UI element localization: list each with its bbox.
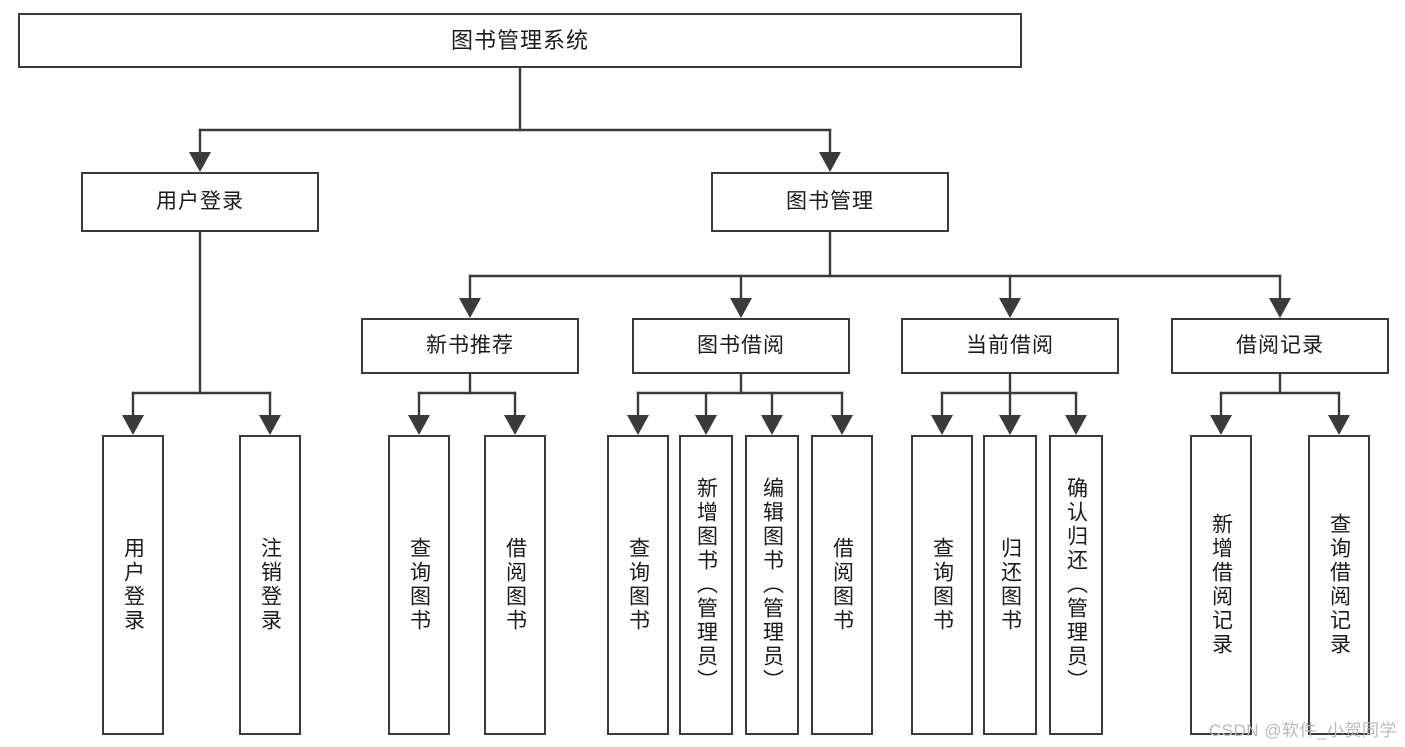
node-leaf-query-book-1: 查询图书: [388, 435, 450, 735]
node-label: 新增图书（管理员）: [694, 477, 718, 693]
arrowhead: [408, 415, 430, 435]
node-borrow-record: 借阅记录: [1171, 318, 1389, 374]
node-label: 确认归还（管理员）: [1064, 477, 1088, 693]
connector-group-new-book-rec: [408, 372, 526, 435]
node-label: 新增借阅记录: [1209, 513, 1233, 657]
node-label: 图书管理系统: [450, 27, 589, 53]
node-label: 归还图书: [998, 537, 1022, 633]
node-leaf-borrow-book-1: 借阅图书: [484, 435, 546, 735]
node-leaf-confirm-return: 确认归还（管理员）: [1049, 435, 1103, 735]
node-leaf-user-logout: 注销登录: [239, 435, 301, 735]
arrowhead: [1065, 415, 1087, 435]
arrowhead: [999, 415, 1021, 435]
node-label: 借阅图书: [830, 537, 854, 633]
node-label: 用户登录: [121, 537, 145, 633]
arrowhead: [259, 415, 281, 435]
arrowhead: [1210, 415, 1232, 435]
node-label: 借阅图书: [503, 537, 527, 633]
node-label: 借阅记录: [1236, 333, 1324, 357]
arrowhead: [999, 298, 1021, 318]
node-book-manage: 图书管理: [711, 172, 949, 232]
node-leaf-add-record: 新增借阅记录: [1190, 435, 1252, 735]
node-label: 查询图书: [407, 537, 431, 633]
node-leaf-edit-book: 编辑图书（管理员）: [745, 435, 799, 735]
node-current-borrow: 当前借阅: [901, 318, 1119, 374]
node-label: 图书借阅: [697, 333, 785, 357]
node-label: 用户登录: [156, 189, 244, 213]
node-leaf-query-record: 查询借阅记录: [1308, 435, 1370, 735]
node-leaf-user-login: 用户登录: [102, 435, 164, 735]
arrowhead: [831, 415, 853, 435]
arrowhead: [695, 415, 717, 435]
arrowhead: [122, 415, 144, 435]
node-leaf-query-book-3: 查询图书: [911, 435, 973, 735]
arrowhead: [931, 415, 953, 435]
node-book-borrow: 图书借阅: [632, 318, 850, 374]
node-leaf-add-book: 新增图书（管理员）: [679, 435, 733, 735]
arrowhead: [627, 415, 649, 435]
node-leaf-borrow-book-2: 借阅图书: [811, 435, 873, 735]
node-label: 当前借阅: [966, 333, 1054, 357]
node-new-book-rec: 新书推荐: [361, 318, 579, 374]
node-leaf-query-book-2: 查询图书: [607, 435, 669, 735]
arrowhead: [819, 152, 841, 172]
arrowhead: [189, 152, 211, 172]
node-label: 图书管理: [786, 189, 874, 213]
node-label: 注销登录: [258, 537, 282, 633]
arrowhead: [504, 415, 526, 435]
node-label: 编辑图书（管理员）: [760, 477, 784, 693]
connector-group-root: [189, 66, 841, 172]
arrowhead: [761, 415, 783, 435]
arrowhead: [1269, 298, 1291, 318]
node-label: 查询借阅记录: [1327, 513, 1351, 657]
connector-group-borrow-record: [1210, 372, 1350, 435]
node-label: 新书推荐: [426, 333, 514, 357]
connector-group-user-login: [122, 230, 281, 435]
arrowhead: [1328, 415, 1350, 435]
connector-group-book-borrow: [627, 372, 853, 435]
connector-group-book-manage: [459, 230, 1291, 318]
node-label: 查询图书: [626, 537, 650, 633]
connector-group-current-borrow: [931, 372, 1087, 435]
node-label: 查询图书: [930, 537, 954, 633]
arrowhead: [459, 298, 481, 318]
node-leaf-return-book: 归还图书: [983, 435, 1037, 735]
node-root: 图书管理系统: [18, 13, 1022, 68]
arrowhead: [730, 298, 752, 318]
node-user-login: 用户登录: [81, 172, 319, 232]
